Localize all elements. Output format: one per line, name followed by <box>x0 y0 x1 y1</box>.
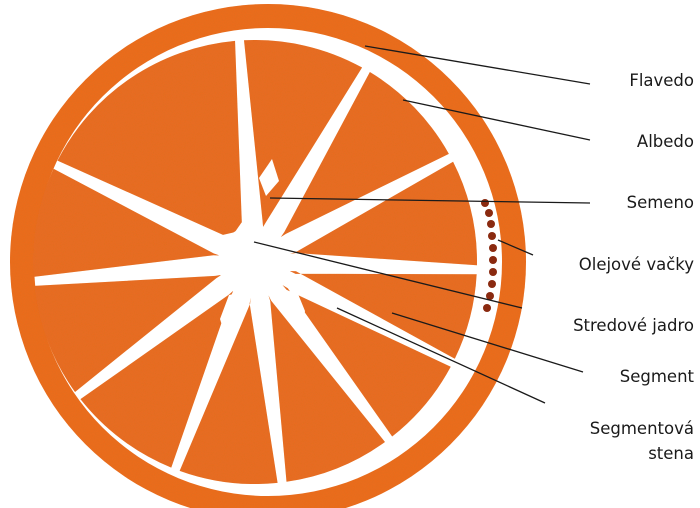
oil-gland <box>481 199 489 207</box>
label-flavedo: Flavedo <box>629 71 694 90</box>
oil-gland <box>483 304 491 312</box>
oil-gland <box>488 232 496 240</box>
oil-gland <box>489 268 497 276</box>
label-albedo: Albedo <box>637 132 694 151</box>
oil-gland <box>489 244 497 252</box>
label-stredove-jadro: Stredové jadro <box>573 316 694 335</box>
label-segmentova-stena-line1: Segmentová <box>590 419 694 438</box>
oil-gland <box>485 209 493 217</box>
label-segmentova-stena-line2: stena <box>648 444 694 463</box>
oil-gland <box>489 256 497 264</box>
label-segment: Segment <box>620 367 695 386</box>
labels: Flavedo Albedo Semeno Olejové vačky Stre… <box>573 71 694 463</box>
central-core <box>218 226 290 298</box>
label-olejove-vacky: Olejové vačky <box>579 255 694 274</box>
oil-gland <box>488 280 496 288</box>
label-semeno: Semeno <box>627 193 694 212</box>
oil-gland <box>487 220 495 228</box>
